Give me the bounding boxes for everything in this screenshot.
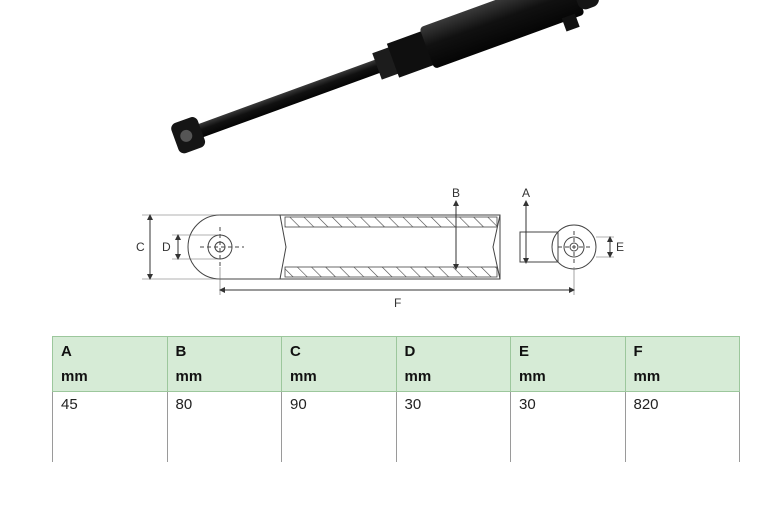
cell-d: 30 <box>395 391 511 462</box>
hydraulic-cylinder-photo <box>171 0 599 154</box>
cell-b: 80 <box>166 391 282 462</box>
cell-f: 820 <box>624 391 740 462</box>
dimension-diagram: C D B A E F <box>136 186 624 310</box>
cell-a: 45 <box>52 391 167 462</box>
dim-label-e: E <box>616 240 624 254</box>
dim-label-f: F <box>394 296 401 310</box>
barrel-wall-top <box>284 216 498 228</box>
cell-c: 90 <box>281 391 396 462</box>
dim-label-c: C <box>136 240 145 254</box>
cell-e: 30 <box>510 391 625 462</box>
barrel-wall-bottom <box>284 266 498 278</box>
table-row: 45 80 90 30 30 820 <box>52 391 740 462</box>
base-eye-hole <box>563 236 585 258</box>
cylinder-outline <box>187 214 501 280</box>
dim-label-d: D <box>162 240 171 254</box>
dim-label-a: A <box>522 186 530 200</box>
dim-label-b: B <box>452 186 460 200</box>
